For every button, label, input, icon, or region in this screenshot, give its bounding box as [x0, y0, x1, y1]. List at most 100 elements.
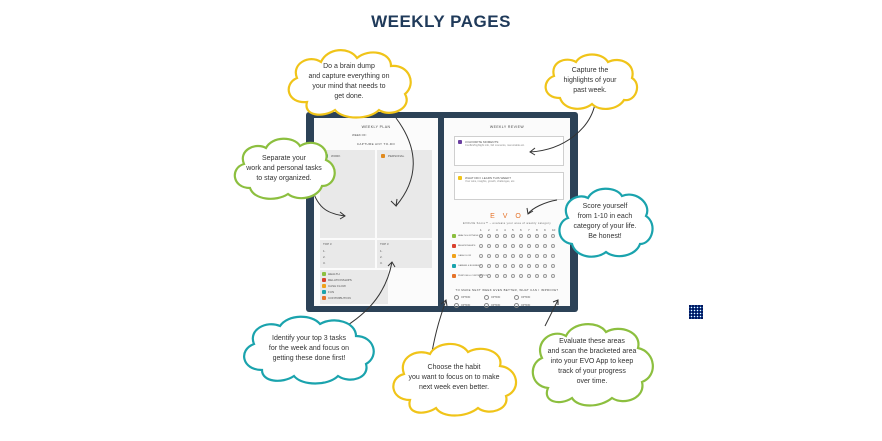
- score-circle[interactable]: [495, 244, 499, 248]
- favorite-moments-sub: Conflict/highlight info, 3rd moments, me…: [465, 144, 525, 147]
- evo-subtitle: EVOLVE Score™ – evaluate your area of we…: [462, 222, 552, 225]
- score-circle[interactable]: [511, 244, 515, 248]
- score-circle[interactable]: [503, 254, 507, 258]
- score-circle[interactable]: [527, 244, 531, 248]
- score-circle[interactable]: [487, 264, 491, 268]
- score-circle[interactable]: [511, 264, 515, 268]
- score-circle[interactable]: [487, 254, 491, 258]
- score-circle[interactable]: [503, 234, 507, 238]
- habit-option-label: OPTION: [461, 296, 471, 299]
- cloud-shape-green: [233, 137, 336, 200]
- scale-number: 10: [552, 228, 556, 232]
- favorite-moments-box: [454, 136, 564, 166]
- capture-heading: CAPTURE ANY TO-DO: [356, 142, 396, 146]
- scale-number: 9: [544, 228, 546, 232]
- category-label: HEALTH & FITNESS: [458, 234, 479, 237]
- score-circle[interactable]: [551, 244, 555, 248]
- score-circle[interactable]: [511, 254, 515, 258]
- score-circle[interactable]: [543, 264, 547, 268]
- arrow-habit: [431, 299, 447, 353]
- score-circle[interactable]: [495, 264, 499, 268]
- score-circle[interactable]: [519, 274, 523, 278]
- category-icon: [452, 274, 456, 278]
- score-circle[interactable]: [519, 254, 523, 258]
- habit-option-circle[interactable]: [454, 295, 459, 300]
- callout-line: track of your progress: [558, 368, 626, 375]
- scale-number: 4: [504, 228, 506, 232]
- score-circle[interactable]: [535, 264, 539, 268]
- score-circle[interactable]: [543, 234, 547, 238]
- habit-option-circle[interactable]: [484, 295, 489, 300]
- top3-num: 3.: [380, 261, 383, 265]
- week-of-label: WEEK OF:: [352, 133, 367, 137]
- heart-icon: [322, 278, 326, 282]
- score-circle[interactable]: [527, 254, 531, 258]
- habit-option-circle[interactable]: [514, 295, 519, 300]
- score-circle[interactable]: [511, 274, 515, 278]
- score-circle[interactable]: [535, 244, 539, 248]
- score-circle[interactable]: [543, 274, 547, 278]
- score-circle[interactable]: [487, 244, 491, 248]
- score-circle[interactable]: [479, 254, 483, 258]
- score-circle[interactable]: [543, 254, 547, 258]
- cloud-shape-teal: [558, 187, 654, 258]
- score-circle[interactable]: [511, 234, 515, 238]
- score-circle[interactable]: [479, 244, 483, 248]
- score-circle[interactable]: [551, 254, 555, 258]
- score-circle[interactable]: [527, 264, 531, 268]
- health-icon: [322, 272, 326, 276]
- score-circle[interactable]: [495, 274, 499, 278]
- habit-option-label: OPTION: [521, 304, 531, 307]
- favorite-moments-title: 3 FAVORITE MOMENTS:: [465, 140, 500, 144]
- arrow-highlights: [529, 103, 596, 153]
- score-circle[interactable]: [487, 274, 491, 278]
- score-circle[interactable]: [479, 234, 483, 238]
- score-circle[interactable]: [535, 274, 539, 278]
- habit-label: CASH FLOW: [328, 284, 346, 288]
- callout-line: for the week and focus on: [268, 345, 350, 352]
- habit-option-label: OPTION: [491, 296, 501, 299]
- evo-logo: E V O: [490, 213, 524, 220]
- habit-option-label: OPTION: [461, 304, 471, 307]
- learned-title: WHAT DID I LEARN THIS WEEK?: [465, 176, 512, 180]
- callout-line: highlights of your: [563, 77, 617, 84]
- score-circle[interactable]: [479, 264, 483, 268]
- scale-number: 3: [496, 228, 498, 232]
- score-circle[interactable]: [519, 244, 523, 248]
- score-circle[interactable]: [495, 254, 499, 258]
- score-circle[interactable]: [527, 234, 531, 238]
- page-title: WEEKLY PAGES: [371, 12, 511, 31]
- cloud-shape-yellow: [544, 53, 639, 110]
- score-circle[interactable]: [503, 274, 507, 278]
- score-circle[interactable]: [535, 234, 539, 238]
- habit-option-circle[interactable]: [454, 303, 459, 308]
- score-circle[interactable]: [519, 234, 523, 238]
- personal-label: PERSONAL: [388, 154, 405, 158]
- callout-line: Evaluate these areas: [559, 338, 625, 345]
- score-circle[interactable]: [495, 234, 499, 238]
- top3-work-label: TOP 3: [323, 242, 332, 246]
- habit-option-circle[interactable]: [514, 303, 519, 308]
- score-circle[interactable]: [551, 274, 555, 278]
- cash-icon: [322, 284, 326, 288]
- score-circle[interactable]: [543, 244, 547, 248]
- top3-num: 1.: [380, 249, 383, 253]
- score-circle[interactable]: [551, 234, 555, 238]
- scale-number: 5: [512, 228, 514, 232]
- score-circle[interactable]: [527, 274, 531, 278]
- cloud-shape-teal: [243, 315, 375, 385]
- score-circle[interactable]: [487, 234, 491, 238]
- score-circle[interactable]: [479, 274, 483, 278]
- score-circle[interactable]: [519, 264, 523, 268]
- score-circle[interactable]: [535, 254, 539, 258]
- score-circle[interactable]: [551, 264, 555, 268]
- habit-option-circle[interactable]: [484, 303, 489, 308]
- score-circle[interactable]: [503, 244, 507, 248]
- score-circle[interactable]: [503, 264, 507, 268]
